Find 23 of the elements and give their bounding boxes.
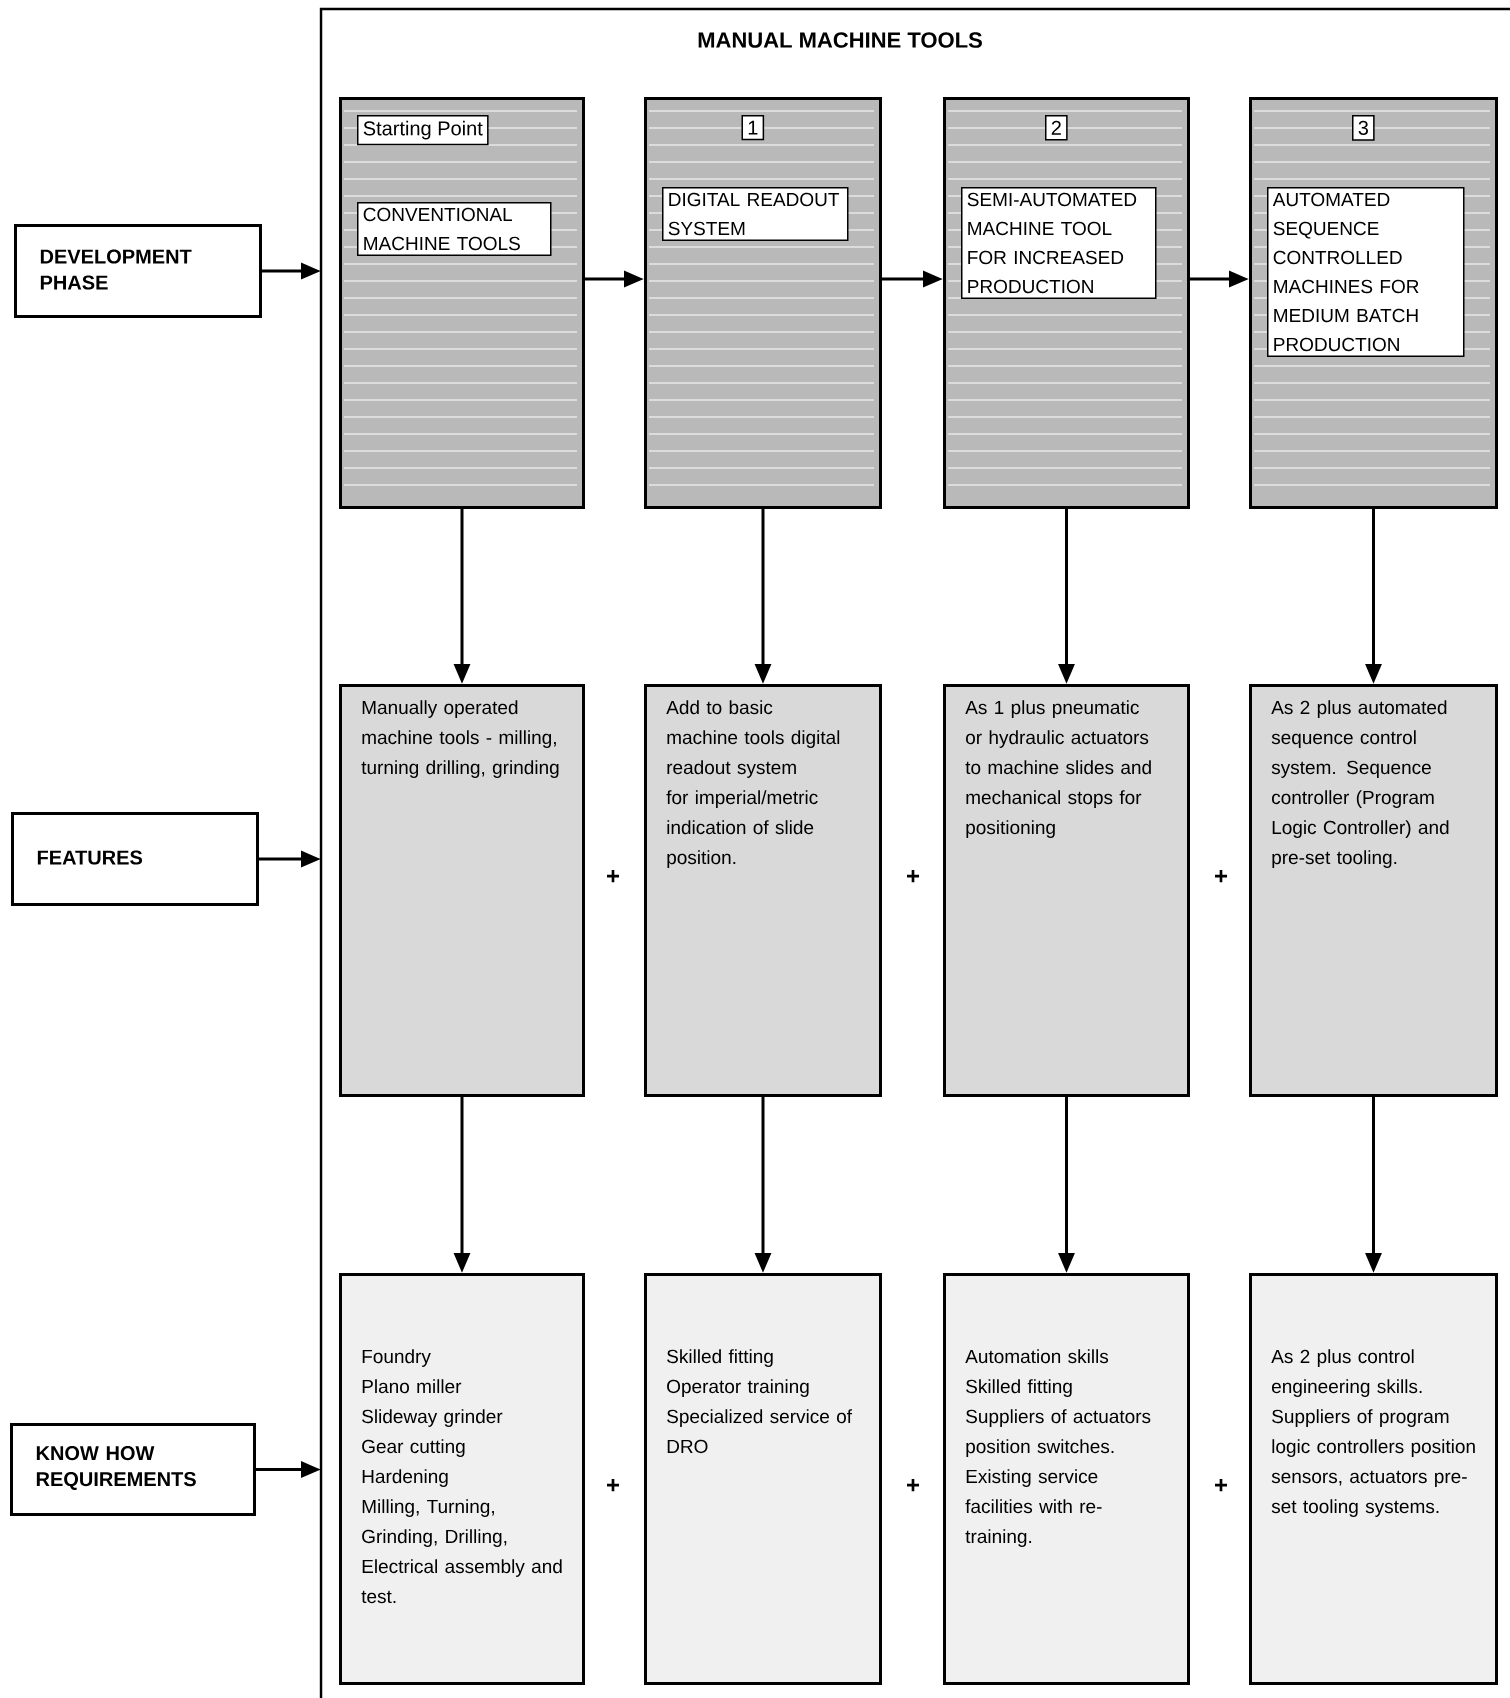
phase-box: 3 AUTOMATED SEQUENCE CONTROLLED MACHINES FOR MEDIUM BATCH PRODUCTION bbox=[1249, 97, 1498, 509]
requirement-box: Skilled fitting Operator training Specialized service of DRO bbox=[644, 1273, 882, 1685]
frame-title: MANUAL MACHINE TOOLS bbox=[698, 32, 982, 48]
requirement-box: Foundry Plano miller Slideway grinder Gear cutting Hardening Milling, Turning, Grinding, Drilling, Electrical assembly and test. bbox=[339, 1273, 585, 1685]
plus-sign: + bbox=[1215, 1479, 1228, 1492]
plus-sign: + bbox=[907, 870, 920, 883]
phase-box: Starting Point CONVENTIONAL MACHINE TOOLS bbox=[339, 97, 585, 509]
phase-box: 1 DIGITAL READOUT SYSTEM bbox=[644, 97, 882, 509]
plus-sign: + bbox=[1215, 870, 1228, 883]
feature-box: Add to basic machine tools digital readout system for imperial/metric indication of slide position. bbox=[644, 684, 882, 1097]
plus-sign: + bbox=[907, 1479, 920, 1492]
feature-box: Manually operated machine tools - milling, turning drilling, grinding bbox=[339, 684, 585, 1097]
requirement-box: Automation skills Skilled fitting Suppliers of actuators position switches. Existing service facilities with re-training. bbox=[943, 1273, 1190, 1685]
plus-sign: + bbox=[607, 1479, 620, 1492]
phase-box: 2 SEMI-AUTOMATED MACHINE TOOL FOR INCREASED PRODUCTION bbox=[943, 97, 1190, 509]
frame bbox=[319, 7, 1510, 1698]
feature-box: As 1 plus pneumatic or hydraulic actuators to machine slides and mechanical stops for positioning bbox=[943, 684, 1190, 1097]
phase-box: FEATURES bbox=[11, 812, 259, 906]
plus-sign: + bbox=[607, 870, 620, 883]
phase-box: DEVELOPMENT PHASE bbox=[14, 224, 262, 318]
feature-box: As 2 plus automated sequence control system. Sequence controller (Program Logic Controller) and pre-set tooling. bbox=[1249, 684, 1498, 1097]
phase-box: KNOW HOW REQUIREMENTS bbox=[10, 1423, 256, 1516]
requirement-box: As 2 plus control engineering skills. Suppliers of program logic controllers position sensors, actuators pre-set tooling systems. bbox=[1249, 1273, 1498, 1685]
